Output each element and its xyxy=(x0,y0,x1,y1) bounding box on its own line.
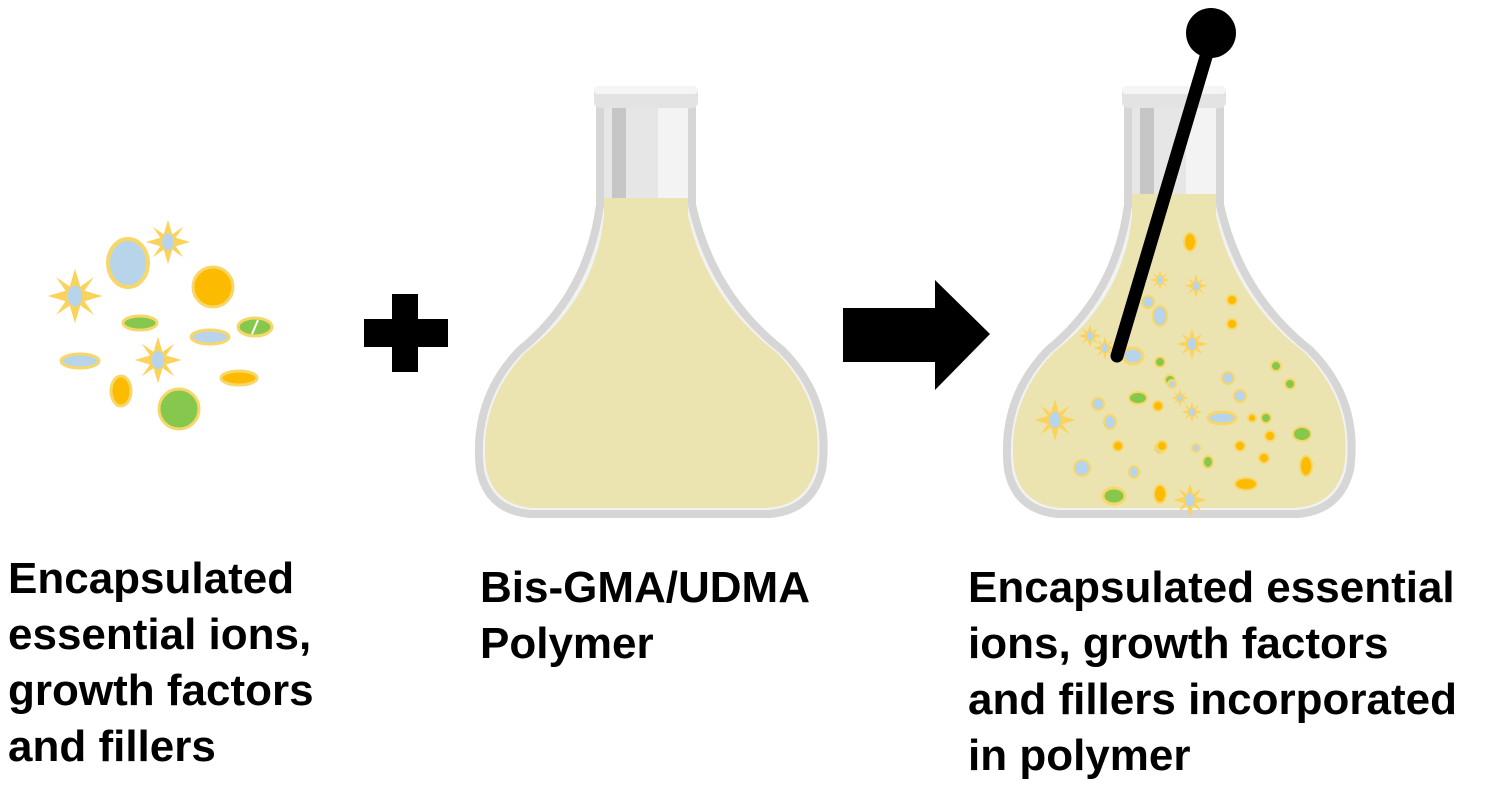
caption-line: and fillers incorporated xyxy=(968,675,1457,724)
caption-line: Polymer xyxy=(480,619,654,668)
ingredients-caption: Encapsulated essential ions, growth fact… xyxy=(8,551,314,775)
caption-line: in polymer xyxy=(968,731,1191,780)
caption-line: essential ions, xyxy=(8,610,312,659)
blue-particle xyxy=(59,352,101,370)
star-particle xyxy=(47,268,103,324)
stirring-rod-icon xyxy=(1110,8,1236,363)
caption-line: growth factors xyxy=(8,666,314,715)
result-caption: Encapsulated essential ions, growth fact… xyxy=(968,560,1457,784)
green-particle xyxy=(157,387,201,431)
caption-line: and fillers xyxy=(8,722,216,771)
star-particle xyxy=(145,219,191,265)
plus-icon xyxy=(364,294,448,372)
caption-line: Encapsulated xyxy=(8,554,295,603)
embedded-particles xyxy=(1034,232,1313,517)
polymer-liquid xyxy=(484,198,818,508)
caption-line: Bis-GMA/UDMA xyxy=(480,563,810,612)
caption-line: ions, growth factors xyxy=(968,619,1389,668)
particle-cluster xyxy=(47,219,274,431)
blue-particle xyxy=(189,328,231,346)
polymer-flask xyxy=(474,86,828,518)
polymer-caption: Bis-GMA/UDMA Polymer xyxy=(480,560,810,672)
mixed-liquid xyxy=(1012,194,1346,508)
green-particle xyxy=(121,314,159,332)
blue-particle xyxy=(106,237,150,289)
star-particle xyxy=(134,336,182,384)
mixed-flask xyxy=(1002,8,1356,518)
arrow-right-icon xyxy=(843,280,990,390)
orange-particle xyxy=(219,369,259,387)
orange-particle xyxy=(191,265,235,309)
caption-line: Encapsulated essential xyxy=(968,563,1455,612)
orange-particle xyxy=(109,374,133,408)
